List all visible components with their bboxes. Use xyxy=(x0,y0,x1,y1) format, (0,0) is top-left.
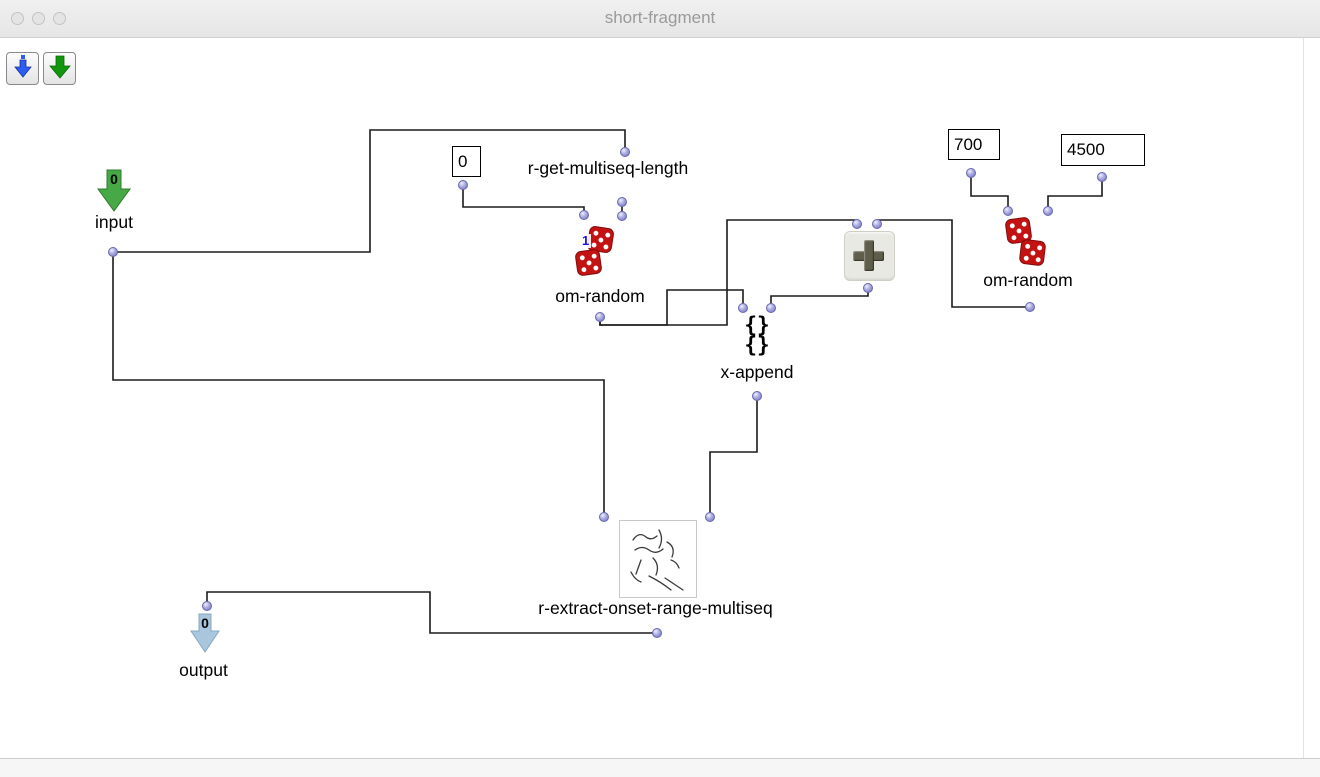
plus-outlet-port[interactable] xyxy=(863,283,873,293)
number-700-value: 700 xyxy=(954,134,983,154)
cable-input-to-getlength[interactable] xyxy=(113,129,626,253)
om-random-left-outlet-port[interactable] xyxy=(595,312,605,322)
output-index-badge: 0 xyxy=(201,615,209,631)
plus-inlet1-port[interactable] xyxy=(852,219,862,229)
cable-xappend-to-extract[interactable] xyxy=(709,396,758,517)
toolbar-button-input[interactable] xyxy=(6,52,39,85)
cable-omrandom-left-to-plus[interactable] xyxy=(599,219,858,326)
cable-700-to-omrandom-right[interactable] xyxy=(970,173,1009,211)
get-length-inlet-port[interactable] xyxy=(620,147,630,157)
plus-icon xyxy=(864,240,874,271)
titlebar[interactable]: short-fragment xyxy=(0,0,1320,38)
input-node[interactable]: 0 xyxy=(97,169,131,213)
x-append-node[interactable]: {} {} xyxy=(730,313,784,357)
om-random-left-node[interactable]: 1 xyxy=(574,225,624,281)
cable-input-to-extract[interactable] xyxy=(112,252,605,517)
om-random-right-node[interactable] xyxy=(1004,216,1054,270)
close-button[interactable] xyxy=(11,12,24,25)
status-bar xyxy=(0,758,1320,777)
cable-extract-to-output[interactable] xyxy=(206,591,657,634)
number-700-outlet-port[interactable] xyxy=(966,168,976,178)
om-random-left-inlet1-port[interactable] xyxy=(579,210,589,220)
extract-outlet-port[interactable] xyxy=(652,628,662,638)
x-append-outlet-port[interactable] xyxy=(752,391,762,401)
green-down-arrow-icon xyxy=(48,55,71,82)
x-append-label: x-append xyxy=(720,362,794,382)
om-random-right-inlet2-port[interactable] xyxy=(1043,206,1053,216)
extract-inlet1-port[interactable] xyxy=(599,512,609,522)
number-4500-outlet-port[interactable] xyxy=(1097,172,1107,182)
extract-node[interactable] xyxy=(619,520,697,603)
x-append-inlet1-port[interactable] xyxy=(738,303,748,313)
input-outlet-port[interactable] xyxy=(108,247,118,257)
cable-4500-to-omrandom-right[interactable] xyxy=(1047,177,1103,211)
om-plus-node[interactable] xyxy=(844,231,895,281)
number-zero-value: 0 xyxy=(458,151,468,171)
output-node[interactable]: 0 xyxy=(190,613,220,653)
zoom-button[interactable] xyxy=(53,12,66,25)
x-append-inlet2-port[interactable] xyxy=(766,303,776,313)
minimize-button[interactable] xyxy=(32,12,45,25)
input-arrow-icon xyxy=(97,169,131,217)
die-icon xyxy=(1018,238,1047,267)
cable-zero-to-omrandom-left[interactable] xyxy=(462,185,585,215)
extract-inlet2-port[interactable] xyxy=(705,512,715,522)
input-index-badge: 0 xyxy=(110,171,118,187)
braces-icon: {} xyxy=(744,313,770,337)
sketch-icon xyxy=(619,520,697,602)
om-random-right-inlet1-port[interactable] xyxy=(1003,206,1013,216)
braces-icon: {} xyxy=(744,333,770,357)
get-length-outlet-port[interactable] xyxy=(617,197,627,207)
toolbar-button-output[interactable] xyxy=(43,52,76,85)
om-random-right-outlet-port[interactable] xyxy=(1025,302,1035,312)
output-inlet-port[interactable] xyxy=(202,601,212,611)
cable-plus-to-xappend[interactable] xyxy=(770,288,869,308)
window-controls xyxy=(11,12,66,25)
extract-label: r-extract-onset-range-multiseq xyxy=(538,598,773,618)
input-label: input xyxy=(95,212,133,232)
output-arrow-icon xyxy=(190,613,220,657)
scrollbar-gutter xyxy=(1303,38,1304,758)
die-icon xyxy=(574,248,603,277)
om-random-right-label: om-random xyxy=(983,270,1073,290)
window-title: short-fragment xyxy=(604,8,716,27)
om-random-left-inlet2-port[interactable] xyxy=(617,211,627,221)
number-zero-outlet-port[interactable] xyxy=(458,180,468,190)
number-box-700[interactable]: 700 xyxy=(948,129,1000,160)
om-random-left-label: om-random xyxy=(555,286,645,306)
number-box-zero[interactable]: 0 xyxy=(452,146,481,177)
output-label: output xyxy=(179,660,228,680)
om-random-left-badge: 1 xyxy=(580,233,592,248)
plus-inlet2-port[interactable] xyxy=(872,219,882,229)
blue-down-arrow-icon xyxy=(12,55,34,82)
number-box-4500[interactable]: 4500 xyxy=(1061,134,1145,166)
number-4500-value: 4500 xyxy=(1067,140,1105,159)
get-length-node[interactable]: r-get-multiseq-length xyxy=(527,158,689,178)
